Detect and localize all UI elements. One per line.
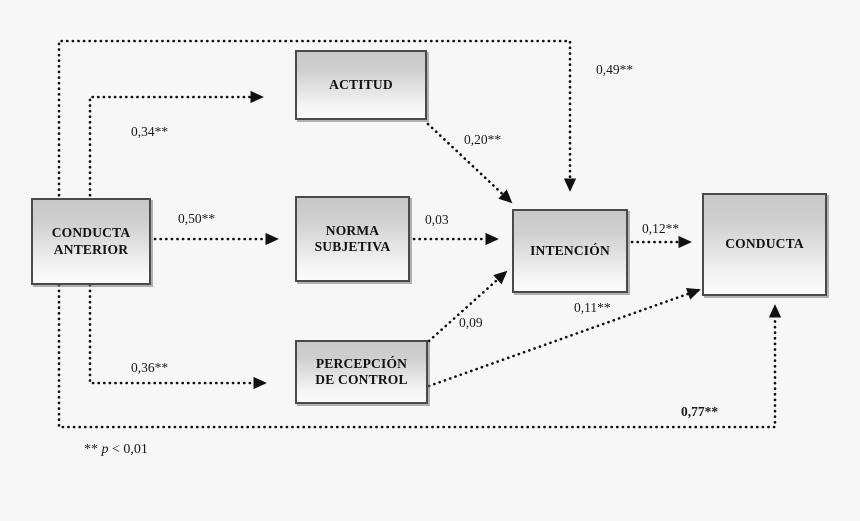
edge-path-actitud-to-intencion: [426, 122, 513, 204]
node-intencion[interactable]: INTENCIÓN: [512, 209, 628, 293]
edge-label-intencion-to-conducta: 0,12**: [642, 221, 680, 236]
node-percepcion-de-control[interactable]: PERCEPCIÓN DE CONTROL: [295, 340, 428, 404]
edge-label-percepcion-to-conducta: 0,11**: [574, 300, 611, 315]
edge-label-ca-to-actitud: 0,34**: [131, 124, 169, 139]
node-label-actitud: ACTITUD: [329, 76, 393, 92]
edge-path-ca-to-conducta: [57, 244, 782, 429]
node-actitud[interactable]: ACTITUD: [295, 50, 427, 120]
significance-note-italic: p: [101, 442, 109, 457]
node-label-percepcion-de-control: PERCEPCIÓN DE CONTROL: [315, 355, 408, 387]
node-conducta-anterior[interactable]: CONDUCTA ANTERIOR: [31, 198, 151, 285]
edge-label-ca-to-conducta: 0,77**: [681, 404, 719, 419]
edge-path-ca-to-percepcion: [88, 244, 267, 390]
edge-label-ca-to-intencion: 0,49**: [596, 62, 634, 77]
edge-path-percepcion-to-conducta: [427, 288, 701, 388]
significance-note-suffix: < 0,01: [108, 442, 148, 457]
node-label-conducta-anterior: CONDUCTA ANTERIOR: [51, 225, 131, 257]
node-label-conducta: CONDUCTA: [725, 236, 804, 252]
significance-note-prefix: **: [84, 442, 102, 457]
edge-path-ca-to-actitud: [88, 90, 264, 242]
edge-path-percepcion-to-intencion: [427, 270, 508, 343]
edge-label-norma-to-intencion: 0,03: [425, 212, 449, 227]
edge-label-ca-to-norma: 0,50**: [178, 211, 216, 226]
edge-path-ca-to-intencion: [57, 39, 577, 242]
node-label-intencion: INTENCIÓN: [530, 242, 610, 258]
edge-label-percepcion-to-intencion: 0,09: [459, 315, 483, 330]
edge-label-actitud-to-intencion: 0,20**: [464, 132, 502, 147]
edge-label-ca-to-percepcion: 0,36**: [131, 360, 169, 375]
node-label-norma-subjetiva: NORMA SUBJETIVA: [314, 222, 391, 254]
significance-note: ** p < 0,01: [84, 442, 148, 458]
node-conducta[interactable]: CONDUCTA: [702, 193, 827, 296]
node-norma-subjetiva[interactable]: NORMA SUBJETIVA: [295, 196, 410, 282]
